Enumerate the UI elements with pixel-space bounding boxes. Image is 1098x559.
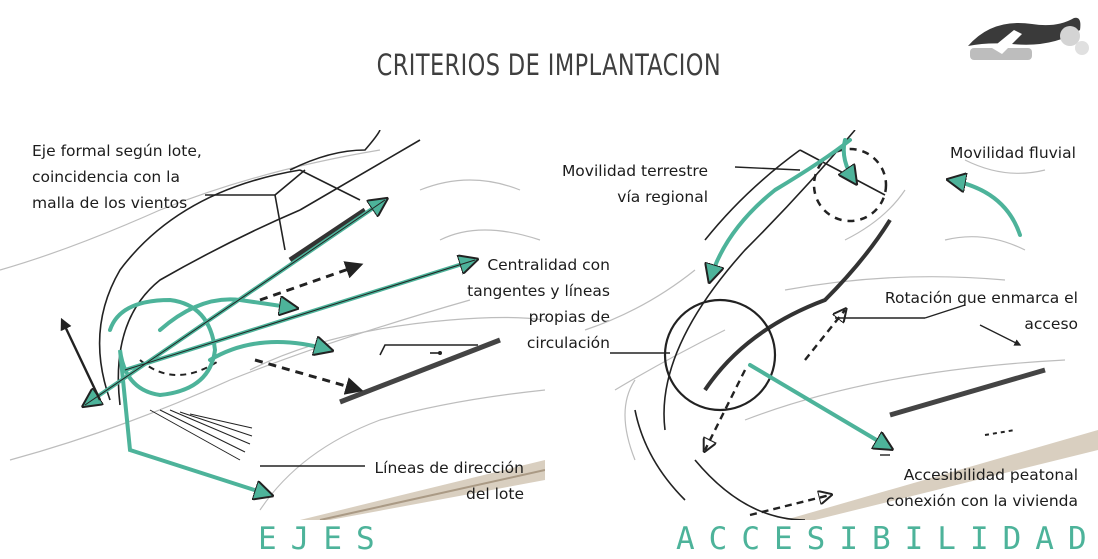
heading-accesibilidad: ACCESIBILIDAD xyxy=(676,521,1098,557)
heading-ejes: EJES xyxy=(258,521,389,557)
page-title: CRITERIOS DE IMPLANTACION xyxy=(376,48,722,82)
label-movilidad-fluvial: Movilidad fluvial xyxy=(950,144,1076,162)
label-movilidad-terrestre: Movilidad terrestre vía regional xyxy=(561,162,708,206)
ejes-sketch xyxy=(0,130,545,520)
label-lineas-direccion: Líneas de dirección del lote xyxy=(374,459,524,503)
logo-mark xyxy=(968,17,1089,60)
label-eje-formal: Eje formal según lote, coincidencia con … xyxy=(32,142,202,212)
label-accesibilidad-peatonal: Accesibilidad peatonal conexión con la v… xyxy=(886,466,1078,510)
accesibilidad-diagram: Movilidad terrestre vía regional Movilid… xyxy=(545,130,1098,520)
accesibilidad-sketch xyxy=(584,130,1098,520)
label-centralidad: Centralidad con tangentes y líneas propi… xyxy=(467,256,610,352)
label-rotacion-acceso: Rotación que enmarca el acceso xyxy=(884,289,1078,333)
ejes-diagram: Eje formal según lote, coincidencia con … xyxy=(0,130,610,520)
